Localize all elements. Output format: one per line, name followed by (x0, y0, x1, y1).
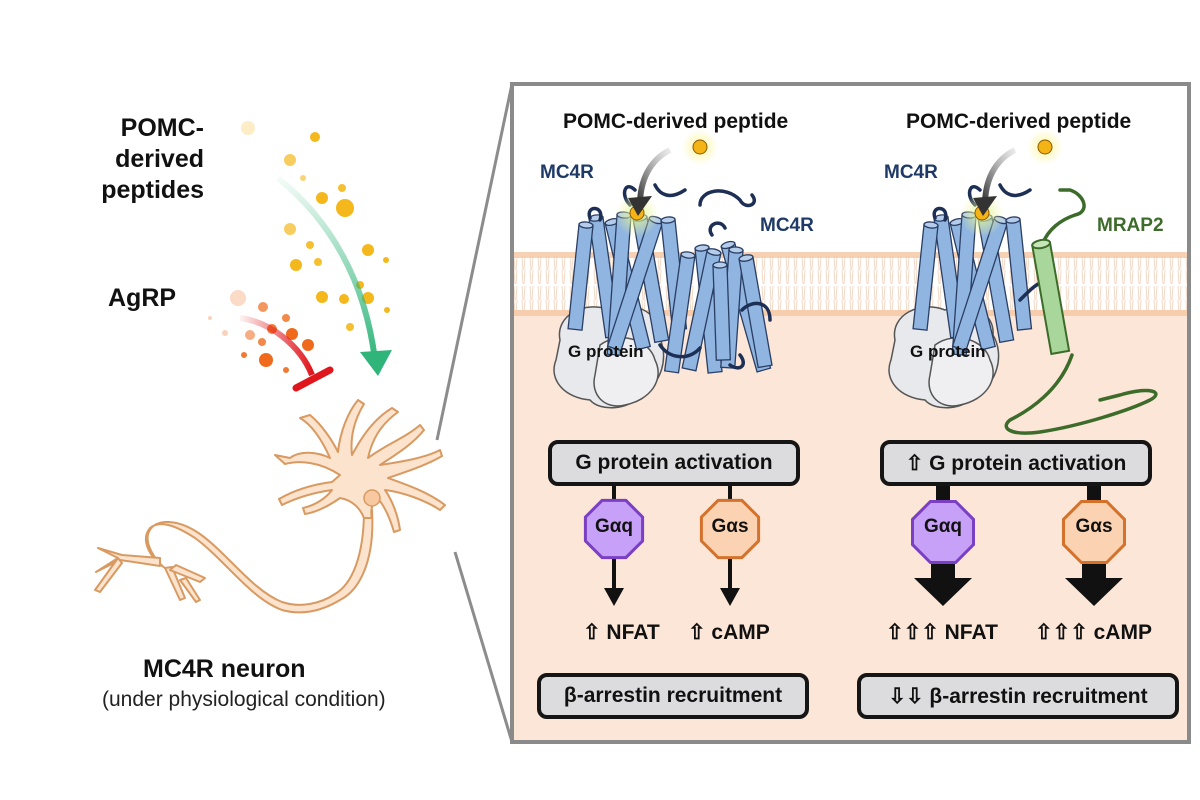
pomc-particle (310, 132, 320, 142)
mrap2-protein (1004, 188, 1158, 435)
free-peptide-left-icon (692, 139, 708, 155)
nfat-output-right: ⇧⇧⇧ NFAT (886, 621, 998, 644)
pomc-particle (306, 241, 314, 249)
mc4r-label-left-2: MC4R (760, 215, 814, 236)
transmembrane-helix (681, 248, 722, 372)
gaq-label-right: Gαq (923, 516, 963, 537)
gas-octagon-left (699, 498, 761, 560)
agrp-particle (222, 330, 228, 336)
transmembrane-helix (738, 254, 773, 369)
pomc-particle (339, 294, 349, 304)
pomc-particle (284, 223, 296, 235)
neuron-subtitle: (under physiological condition) (102, 688, 386, 711)
agrp-particle (282, 314, 290, 322)
beta-arrestin-box-left: β-arrestin recruitment (537, 673, 809, 719)
pomc-label-line-1: POMC- (120, 114, 204, 142)
neuron-title: MC4R neuron (143, 655, 306, 683)
agrp-particles (208, 290, 314, 373)
mrap2-label: MRAP2 (1097, 215, 1164, 236)
gas-label-left: Gαs (711, 516, 749, 537)
pomc-particle (316, 192, 328, 204)
agrp-particle (258, 338, 266, 346)
peptide-label-left: POMC-derived peptide (563, 110, 789, 133)
g-protein-activation-box-right: ⇧ G protein activation (880, 440, 1152, 486)
pomc-label-line-3: peptides (101, 176, 204, 204)
gaq-octagon-right (911, 500, 975, 564)
pomc-label-line-2: derived (115, 145, 204, 173)
agrp-particle (230, 290, 246, 306)
mc4r-receptor-right (912, 211, 1033, 356)
agrp-particle (283, 367, 289, 373)
gaq-octagon-left (583, 498, 645, 560)
pomc-particle (284, 154, 296, 166)
agrp-particle (258, 302, 268, 312)
agrp-particle (208, 316, 212, 320)
right-signaling-connectors (931, 484, 1106, 580)
pomc-particle (384, 307, 390, 313)
pomc-particle (290, 259, 302, 271)
transmembrane-helix (712, 261, 731, 361)
transmembrane-helix (663, 251, 696, 374)
g-protein-activation-box-left: G protein activation (548, 440, 800, 486)
activation-arrow (276, 175, 378, 361)
binding-arrowhead-left-icon (628, 196, 652, 216)
pomc-particle (241, 121, 255, 135)
inhibition-bar-icon (292, 366, 334, 392)
mc4r-label-left-1: MC4R (540, 162, 594, 183)
pomc-particle (362, 244, 374, 256)
beta-arrestin-box-right: ⇩⇩ β-arrestin recruitment (857, 673, 1179, 719)
pomc-particle (338, 184, 346, 192)
mc4r-label-right: MC4R (884, 162, 938, 183)
agrp-particle (286, 328, 298, 340)
left-signaling-connectors (612, 485, 732, 590)
nucleus (363, 489, 381, 507)
gas-label-right: Gαs (1075, 516, 1113, 537)
gas-arrowhead-right-icon (1065, 578, 1123, 606)
agrp-particle (245, 330, 255, 340)
agrp-particle (302, 339, 314, 351)
pomc-particle (336, 199, 354, 217)
g-protein-label-right: G protein (910, 342, 986, 361)
transmembrane-helix (567, 221, 594, 331)
free-peptide-right-icon (1037, 139, 1053, 155)
gas-arrowhead-left-icon (720, 588, 740, 606)
pomc-particle (346, 323, 354, 331)
mc4r-loops-left (587, 183, 772, 370)
nfat-output-left: ⇧ NFAT (583, 621, 660, 644)
agrp-particle (259, 353, 273, 367)
gaq-arrowhead-right-icon (914, 578, 972, 606)
neuron-illustration (94, 399, 446, 614)
pomc-particle (314, 258, 322, 266)
gas-octagon-right (1062, 500, 1126, 564)
binding-arrowhead-right-icon (973, 196, 997, 216)
pomc-particle (383, 257, 389, 263)
g-protein-label-left: G protein (568, 342, 644, 361)
pomc-particle (300, 175, 306, 181)
transmembrane-helix (912, 221, 939, 331)
gaq-arrowhead-left-icon (604, 588, 624, 606)
pomc-particles (241, 121, 390, 331)
inhibition-arrow (239, 315, 315, 377)
zoom-line-top (435, 83, 514, 441)
peptide-label-right: POMC-derived peptide (906, 110, 1132, 133)
camp-output-right: ⇧⇧⇧ cAMP (1035, 621, 1152, 644)
gaq-label-left: Gαq (594, 516, 634, 537)
pomc-particle (316, 291, 328, 303)
zoom-line-bottom (453, 551, 514, 743)
agrp-particle (241, 352, 247, 358)
pomc-peptides-label: POMC- derived peptides (92, 113, 204, 206)
agrp-label: AgRP (108, 284, 177, 312)
transmembrane-helix (1005, 216, 1033, 331)
camp-output-left: ⇧ cAMP (688, 621, 770, 644)
activation-arrowhead-icon (360, 350, 392, 376)
